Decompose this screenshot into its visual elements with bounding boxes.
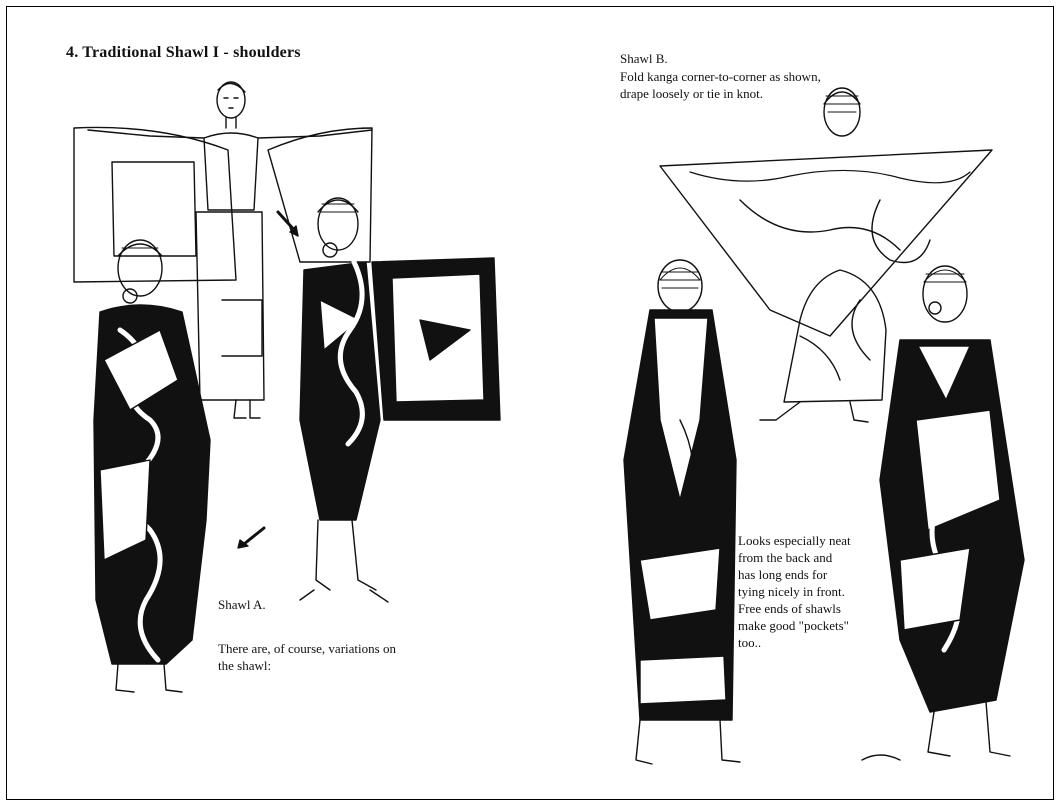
- arrow-down-right: [278, 212, 298, 236]
- woman-folding-shawl: [300, 198, 500, 602]
- woman-wearing-shawl-front-right: [862, 266, 1024, 760]
- woman-wearing-shawl-back: [624, 260, 740, 764]
- arrow-down-left: [238, 528, 264, 548]
- woman-wearing-shawl-front: [94, 240, 210, 692]
